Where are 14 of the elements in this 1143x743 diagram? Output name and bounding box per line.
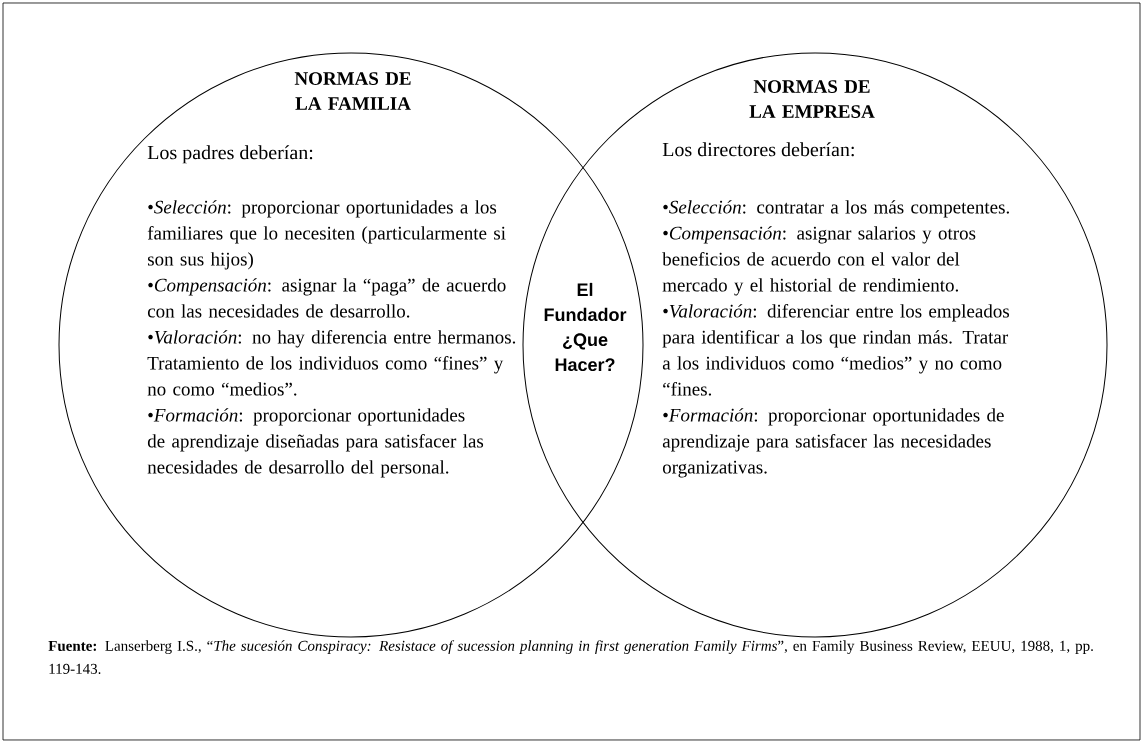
bullet-item: •Valoración: no hay diferencia entre hermanos. Tratamiento de los individuos como “fines” y no como “medios”. xyxy=(147,330,516,396)
subheading: Los directores deberían: xyxy=(662,142,854,157)
bullet-item: •Selección: proporcionar oportunidades a los familiares que lo necesiten (particularmente si son sus hijos) xyxy=(147,200,506,270)
heading: NORMAS DE LA EMPRESA xyxy=(749,80,875,118)
bullet-item: •Selección: contratar a los más competentes. xyxy=(663,200,1009,218)
bullet-item: •Compensación: asignar la “paga” de acuerdo con las necesidades de desarrollo. xyxy=(147,278,506,318)
bullet-item: •Valoración: diferenciar entre los empleados para identificar a los que rindan más. Tratar a los individuos como “medios” y no como “fines. xyxy=(662,304,1010,396)
subheading: Los padres deberían: xyxy=(147,145,313,164)
bullet-item: •Formación: proporcionar oportunidades de aprendizaje diseñadas para satisfacer las necesidades de desarrollo del personal. xyxy=(147,408,484,478)
caption: Fuente: Lanserberg I.S., “The sucesión Conspiracy: Resistace of sucession planning in first generation Family Firms”, en Family Business Review, EEUU, 1988, 1, pp. 119-143. xyxy=(48,640,1093,674)
heading: NORMAS DE LA FAMILIA xyxy=(294,72,411,110)
bullet-item: •Formación: proporcionar oportunidades de aprendizaje para satisfacer las necesidades organizativas. xyxy=(662,408,1004,478)
bullet-item: •Compensación: asignar salarios y otros beneficios de acuerdo con el valor del mercado y el historial de rendimiento. xyxy=(662,226,976,296)
center-label: El Fundador ¿Que Hacer? xyxy=(544,282,627,372)
